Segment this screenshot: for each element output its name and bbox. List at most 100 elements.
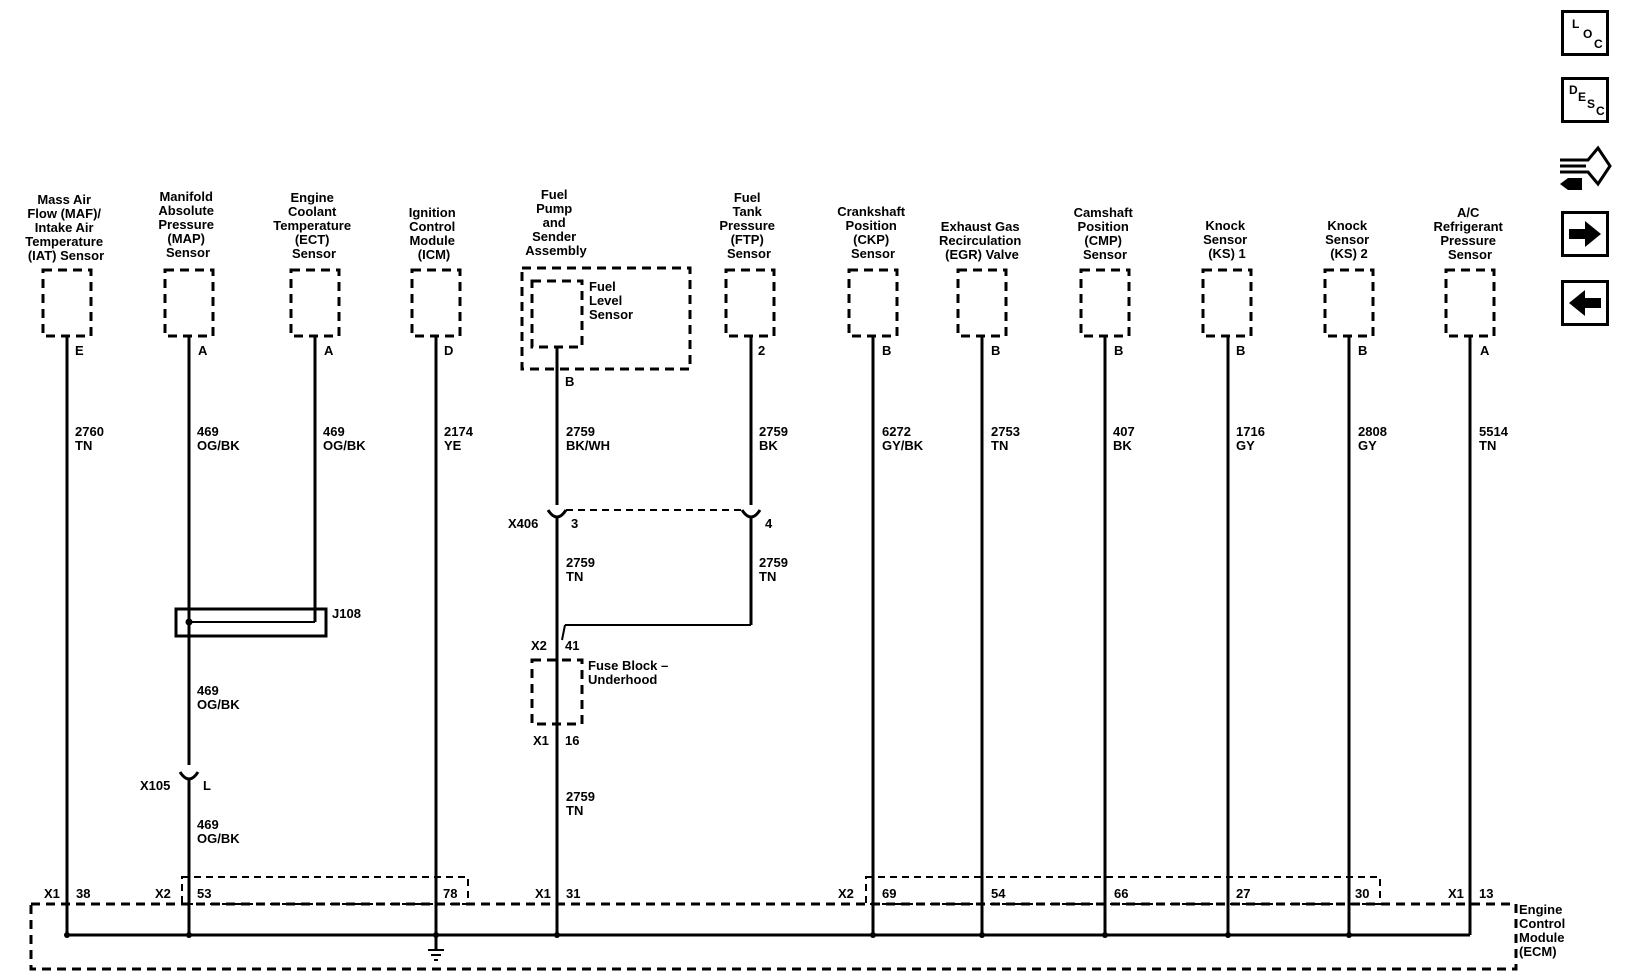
ecm-pin-label: 53 [197, 886, 211, 901]
cmp-label: Camshaft Position (CMP) Sensor [1074, 205, 1137, 262]
ecm-pin-label: 38 [76, 886, 90, 901]
component-labels: Mass Air Flow (MAF)/ Intake Air Temperat… [25, 187, 1507, 263]
fuel-level-sensor-box [530, 279, 584, 349]
ecm-x2-connector-right [865, 876, 1381, 905]
ecm-conn-label: X2 [155, 886, 171, 901]
egr-label: Exhaust Gas Recirculation (EGR) Valve [939, 219, 1025, 262]
junction-dot [64, 932, 70, 938]
ecm-conn-label: X1 [1448, 886, 1464, 901]
junction-dot [1225, 932, 1231, 938]
fuse-block-bottom-conn: X1 [533, 733, 549, 748]
ac-box [1444, 268, 1496, 338]
pin-label: B [1236, 343, 1245, 358]
ect-box [289, 268, 341, 338]
ftp-label: Fuel Tank Pressure (FTP) Sensor [719, 190, 778, 261]
ecm-pin-label: 31 [566, 886, 580, 901]
junction-dot [433, 932, 439, 938]
pin-label: B [991, 343, 1000, 358]
j108-label: J108 [332, 606, 361, 621]
ks2-box [1323, 268, 1375, 338]
loc-letter: C [1594, 37, 1603, 51]
prev-arrow-button[interactable] [1561, 280, 1609, 326]
junction-dot [554, 932, 560, 938]
ecm-conn-label: X2 [838, 886, 854, 901]
ks2-label: Knock Sensor (KS) 2 [1325, 218, 1373, 261]
pin-label: B [882, 343, 891, 358]
x105-pin: L [203, 778, 211, 793]
fuse-block-top-conn: X2 [531, 638, 547, 653]
maf-label: Mass Air Flow (MAF)/ Intake Air Temperat… [25, 192, 106, 263]
map-box [163, 268, 215, 338]
pin-label: A [324, 343, 334, 358]
loc-letter: O [1583, 27, 1593, 41]
map-label: Manifold Absolute Pressure (MAP) Sensor [158, 189, 217, 260]
ckp-box [847, 268, 899, 338]
pin-label: B [1114, 343, 1123, 358]
pin-label: D [444, 343, 453, 358]
junction-dot [870, 932, 876, 938]
connector-icon-button[interactable] [1558, 140, 1612, 196]
pin-label: B [565, 374, 574, 389]
pin-labels: E A A D B 2 B B B B B A [75, 343, 1490, 389]
cmp-box [1079, 268, 1131, 338]
ecm-conn-label: X1 [535, 886, 551, 901]
wires [65, 336, 1472, 950]
x105-connector [178, 771, 200, 781]
wire-ftp-drop [561, 624, 566, 641]
ks1-label: Knock Sensor (KS) 1 [1203, 218, 1251, 261]
desc-letter: E [1578, 90, 1587, 104]
ground-icon [428, 949, 444, 961]
loc-button[interactable]: L O C [1561, 10, 1609, 56]
desc-letter: S [1587, 97, 1596, 111]
fuel-pump-label: Fuel Pump and Sender Assembly [525, 187, 587, 258]
x105-label: X105 [140, 778, 170, 793]
fuse-block-label: Fuse Block – Underhood [588, 658, 672, 687]
ac-label: A/C Refrigerant Pressure Sensor [1434, 205, 1507, 262]
loc-letter: L [1572, 17, 1580, 31]
x406-label: X406 [508, 516, 538, 531]
connector-plug-icon [1560, 145, 1612, 190]
pin-label: A [198, 343, 208, 358]
j108-splice-box [174, 607, 328, 638]
pin-label: E [75, 343, 84, 358]
ks1-box [1201, 268, 1253, 338]
fuse-block-box [530, 658, 584, 726]
ecm-pin-label: 69 [882, 886, 896, 901]
next-arrow-button[interactable] [1561, 211, 1609, 257]
desc-letter: D [1569, 83, 1578, 97]
junction-dot [186, 932, 192, 938]
pin-label: A [1480, 343, 1490, 358]
icm-box [410, 268, 462, 338]
x406-pin-left: 3 [571, 516, 578, 531]
ecm-pin-label: 78 [443, 886, 457, 901]
x406-connector-right [740, 509, 762, 519]
fuse-block-top-pin: 41 [565, 638, 579, 653]
right-arrow-icon [1569, 221, 1601, 247]
maf-box [41, 268, 93, 338]
pin-label: 2 [758, 343, 765, 358]
junction-dot [979, 932, 985, 938]
ecm-pin-label: 27 [1236, 886, 1250, 901]
ecm-x2-connector-left [181, 876, 469, 905]
desc-button[interactable]: D E S C [1561, 77, 1609, 123]
left-arrow-icon [1569, 290, 1601, 316]
fuse-block-bottom-pin: 16 [565, 733, 579, 748]
pin-label: B [1358, 343, 1367, 358]
ecm-conn-label: X1 [44, 886, 60, 901]
